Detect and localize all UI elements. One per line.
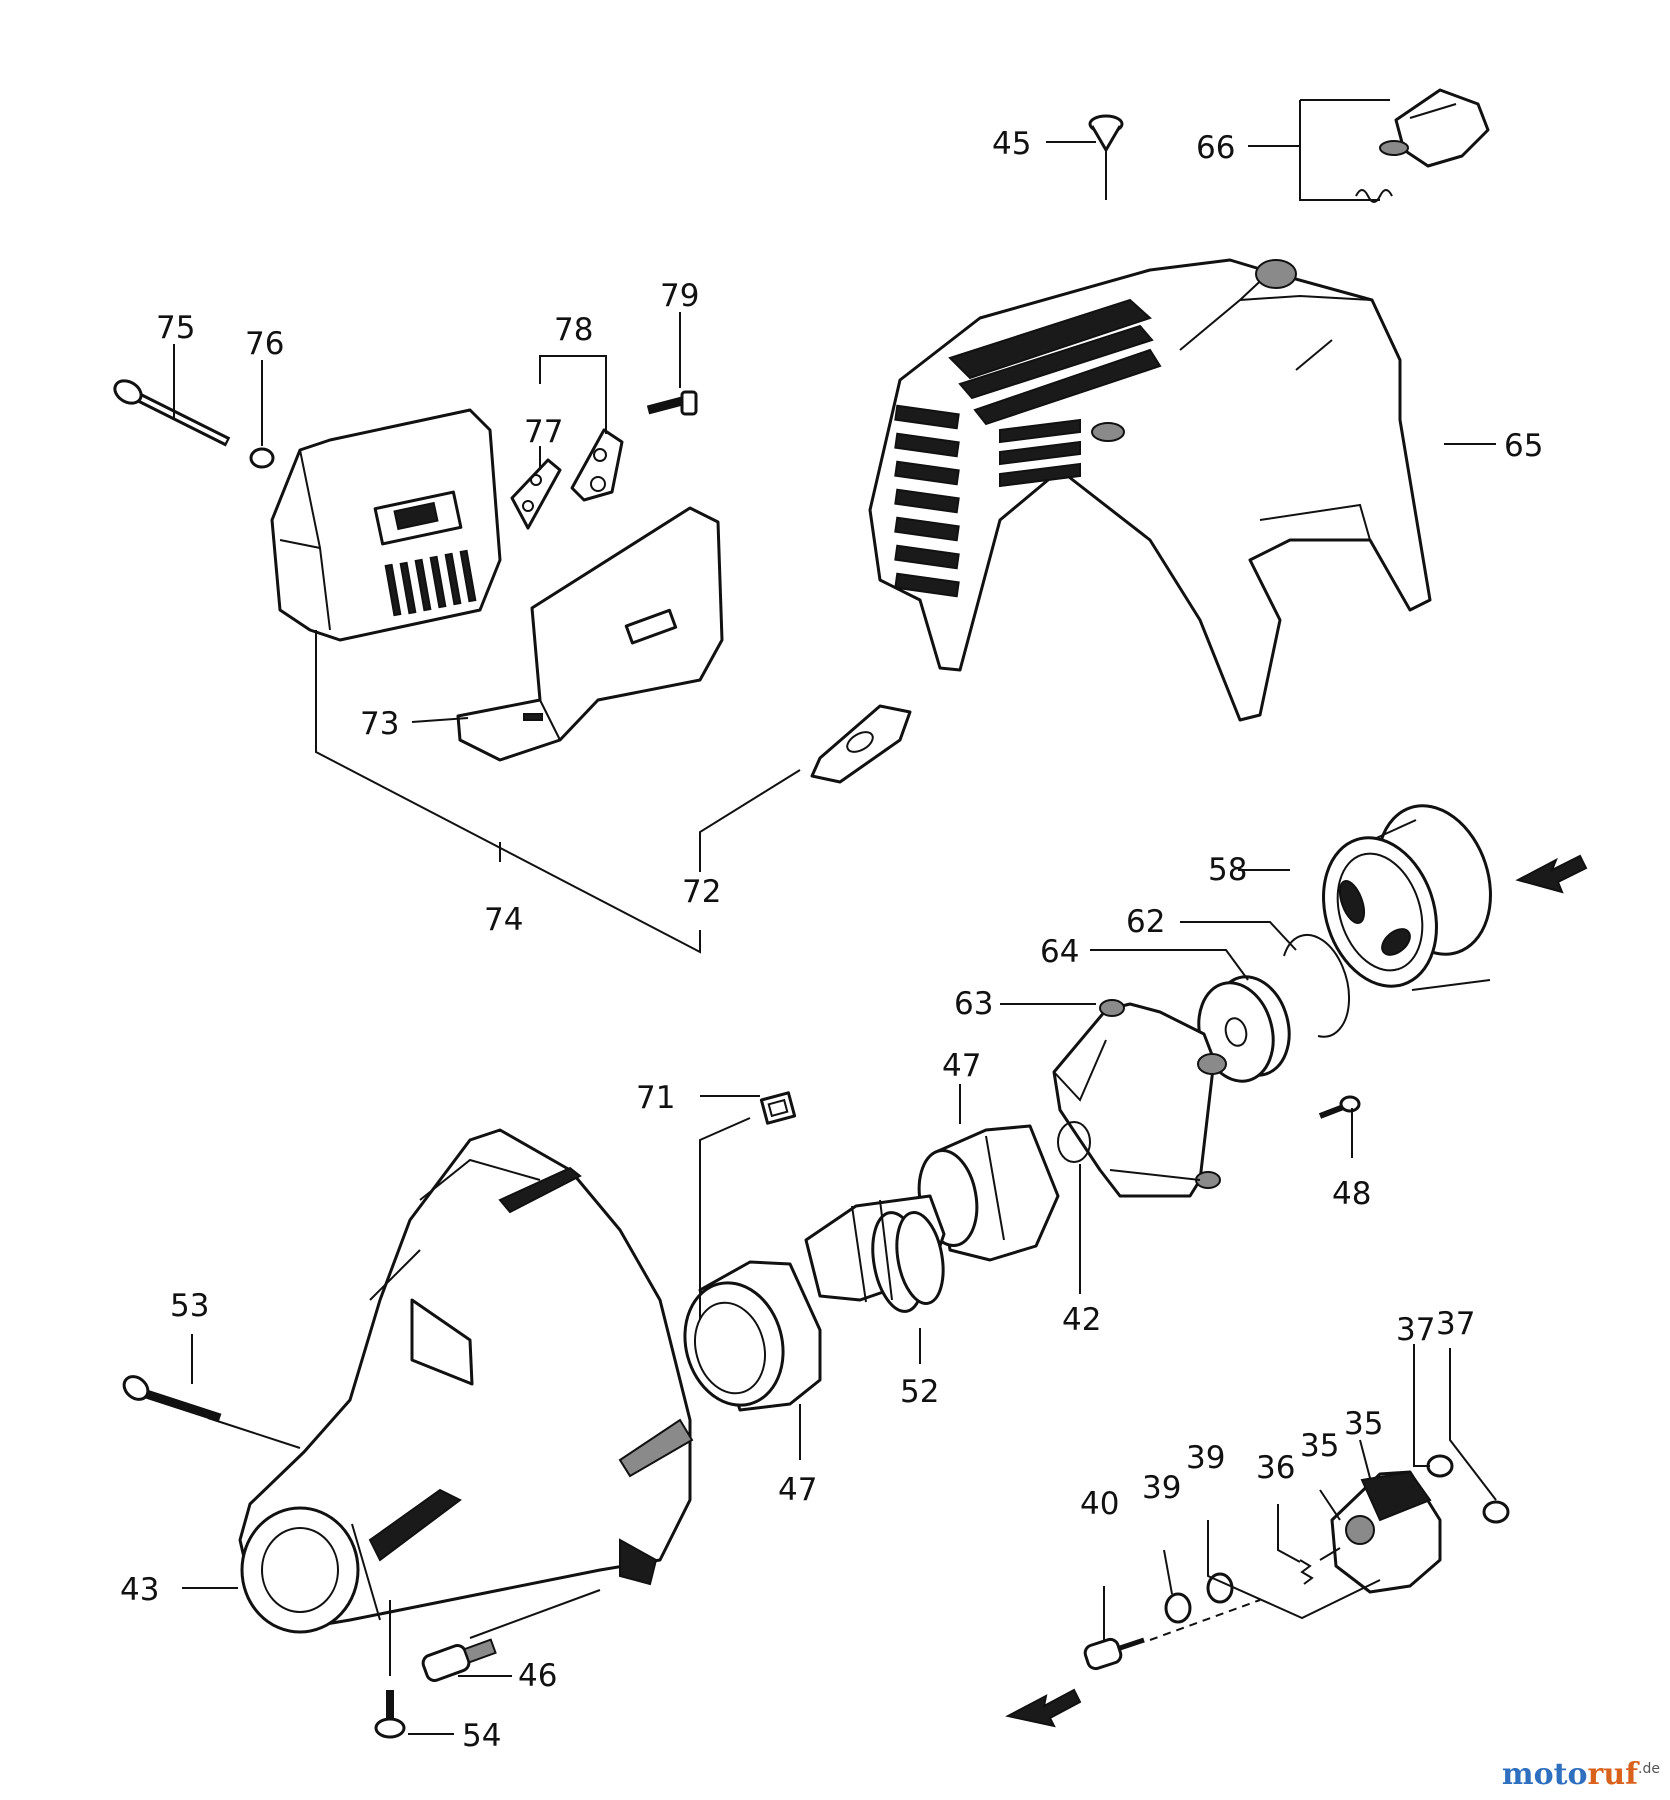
callout-52: 52 — [900, 1374, 939, 1410]
gear-housing-43 — [238, 1128, 694, 1634]
washer-39b — [1206, 1572, 1234, 1604]
callout-45: 45 — [992, 126, 1031, 162]
callout-72: 72 — [682, 874, 721, 910]
motoruf-watermark: motoruf.de — [1502, 1757, 1660, 1792]
primer-bulb-66 — [1355, 88, 1490, 203]
washer-39a — [1164, 1592, 1192, 1624]
gasket-72 — [810, 704, 912, 784]
callout-75: 75 — [156, 310, 195, 346]
gasket-78 — [570, 428, 624, 502]
watermark-ruf: ruf — [1587, 1757, 1639, 1792]
screw-53 — [122, 1375, 222, 1423]
bolt-75 — [113, 379, 231, 447]
clutch-shoes-35 — [1319, 1470, 1442, 1594]
ring-42 — [1057, 1121, 1091, 1163]
callout-labels: 75 76 78 79 77 45 66 65 73 74 72 58 62 6… — [120, 126, 1543, 1754]
callout-48: 48 — [1332, 1176, 1371, 1212]
washer-37b — [1482, 1500, 1510, 1524]
callout-79: 79 — [660, 278, 699, 314]
arrow-icon — [1515, 854, 1588, 894]
callout-65: 65 — [1504, 428, 1543, 464]
screw-54 — [374, 1690, 406, 1739]
callout-53: 53 — [170, 1288, 209, 1324]
callout-62: 62 — [1126, 904, 1165, 940]
gasket-77 — [510, 458, 562, 530]
callout-64: 64 — [1040, 934, 1079, 970]
nut-71 — [759, 1091, 797, 1125]
callout-35-b: 35 — [1300, 1428, 1339, 1464]
callout-40: 40 — [1080, 1486, 1119, 1522]
pin-40 — [1083, 1637, 1145, 1671]
coupling-47-lower — [683, 1260, 822, 1412]
coupling-47-upper — [917, 1124, 1060, 1262]
plug-46 — [421, 1638, 497, 1682]
clutch-drum-58 — [1322, 804, 1492, 991]
callout-76: 76 — [245, 326, 284, 362]
callout-58: 58 — [1208, 852, 1247, 888]
muffler-74 — [270, 408, 502, 642]
leader-lines — [173, 99, 1497, 1735]
callout-43: 43 — [120, 1572, 159, 1608]
heat-shield-73 — [456, 506, 724, 762]
engine-cover-65 — [868, 258, 1432, 722]
watermark-suffix: .de — [1638, 1761, 1660, 1777]
callout-42: 42 — [1062, 1302, 1101, 1338]
fastener-45 — [1088, 114, 1124, 200]
callout-35-a: 35 — [1344, 1406, 1383, 1442]
watermark-moto: moto — [1501, 1757, 1588, 1792]
circlip-62 — [1283, 933, 1351, 1038]
clutch-carrier-63 — [1052, 999, 1227, 1198]
callout-73: 73 — [360, 706, 399, 742]
shaft-52 — [804, 1194, 946, 1313]
cover-side-vents — [894, 404, 960, 598]
arrow-icon — [1005, 1688, 1082, 1728]
callout-71: 71 — [636, 1080, 675, 1116]
callout-37-b: 37 — [1436, 1306, 1475, 1342]
screw-48 — [1318, 1095, 1361, 1119]
washer-76 — [249, 447, 275, 469]
cover-top-vents — [948, 298, 1162, 426]
callout-54: 54 — [462, 1718, 501, 1754]
callout-66: 66 — [1196, 130, 1235, 166]
callout-77: 77 — [524, 414, 563, 450]
callout-36: 36 — [1256, 1450, 1295, 1486]
cover-front-vents — [999, 418, 1081, 488]
callout-47-lower: 47 — [778, 1472, 817, 1508]
callout-78: 78 — [554, 312, 593, 348]
callout-39-b: 39 — [1186, 1440, 1225, 1476]
spring-36 — [1299, 1559, 1314, 1585]
callout-37-a: 37 — [1396, 1312, 1435, 1348]
callout-63: 63 — [954, 986, 993, 1022]
washer-37a — [1426, 1454, 1454, 1478]
callout-47-upper: 47 — [942, 1048, 981, 1084]
callout-74: 74 — [484, 902, 523, 938]
screw-79 — [646, 390, 698, 416]
callout-39-a: 39 — [1142, 1470, 1181, 1506]
callout-46: 46 — [518, 1658, 557, 1694]
